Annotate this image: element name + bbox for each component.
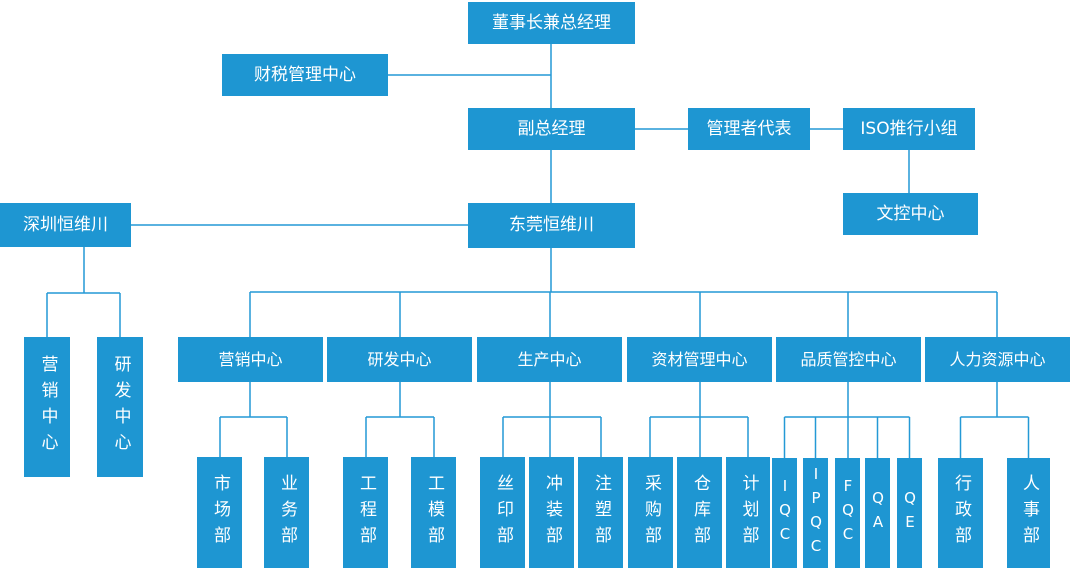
node-market-dept: 市场部 (197, 457, 242, 568)
connector-path (46, 44, 1030, 458)
node-production-center: 生产中心 (477, 337, 622, 382)
node-hr-center: 人力资源中心 (925, 337, 1070, 382)
node-management-rep: 管理者代表 (688, 108, 810, 150)
node-purchasing-dept: 采购部 (628, 457, 673, 568)
node-chairman: 董事长兼总经理 (468, 2, 635, 44)
node-deputy-gm: 副总经理 (468, 108, 635, 150)
node-sz-marketing-center: 营销中心 (24, 337, 70, 477)
node-tooling-dept: 工模部 (411, 457, 456, 568)
node-stamping-dept: 冲装部 (529, 457, 574, 568)
node-engineering-dept: 工程部 (343, 457, 388, 568)
node-ipqc: IPQC (803, 458, 828, 568)
node-injection-dept: 注塑部 (578, 457, 623, 568)
node-shenzhen-branch: 深圳恒维川 (0, 203, 131, 247)
node-finance-tax-center: 财税管理中心 (222, 54, 388, 96)
node-iqc: IQC (772, 458, 797, 568)
node-material-mgmt-center: 资材管理中心 (627, 337, 772, 382)
node-warehouse-dept: 仓库部 (677, 457, 722, 568)
node-personnel-dept: 人事部 (1007, 458, 1050, 568)
node-qe: QE (897, 458, 922, 568)
node-silkscreen-dept: 丝印部 (480, 457, 525, 568)
node-qa: QA (865, 458, 890, 568)
node-fqc: FQC (835, 458, 860, 568)
node-quality-control-center: 品质管控中心 (776, 337, 921, 382)
node-admin-dept: 行政部 (938, 458, 983, 568)
node-rd-center: 研发中心 (327, 337, 472, 382)
node-planning-dept: 计划部 (726, 457, 770, 568)
node-doc-control-center: 文控中心 (843, 193, 978, 235)
node-sz-rd-center: 研发中心 (97, 337, 143, 477)
node-dongguan-branch: 东莞恒维川 (468, 203, 635, 248)
node-marketing-center: 营销中心 (178, 337, 323, 382)
node-business-dept: 业务部 (264, 457, 309, 568)
node-iso-team: ISO推行小组 (843, 108, 975, 150)
